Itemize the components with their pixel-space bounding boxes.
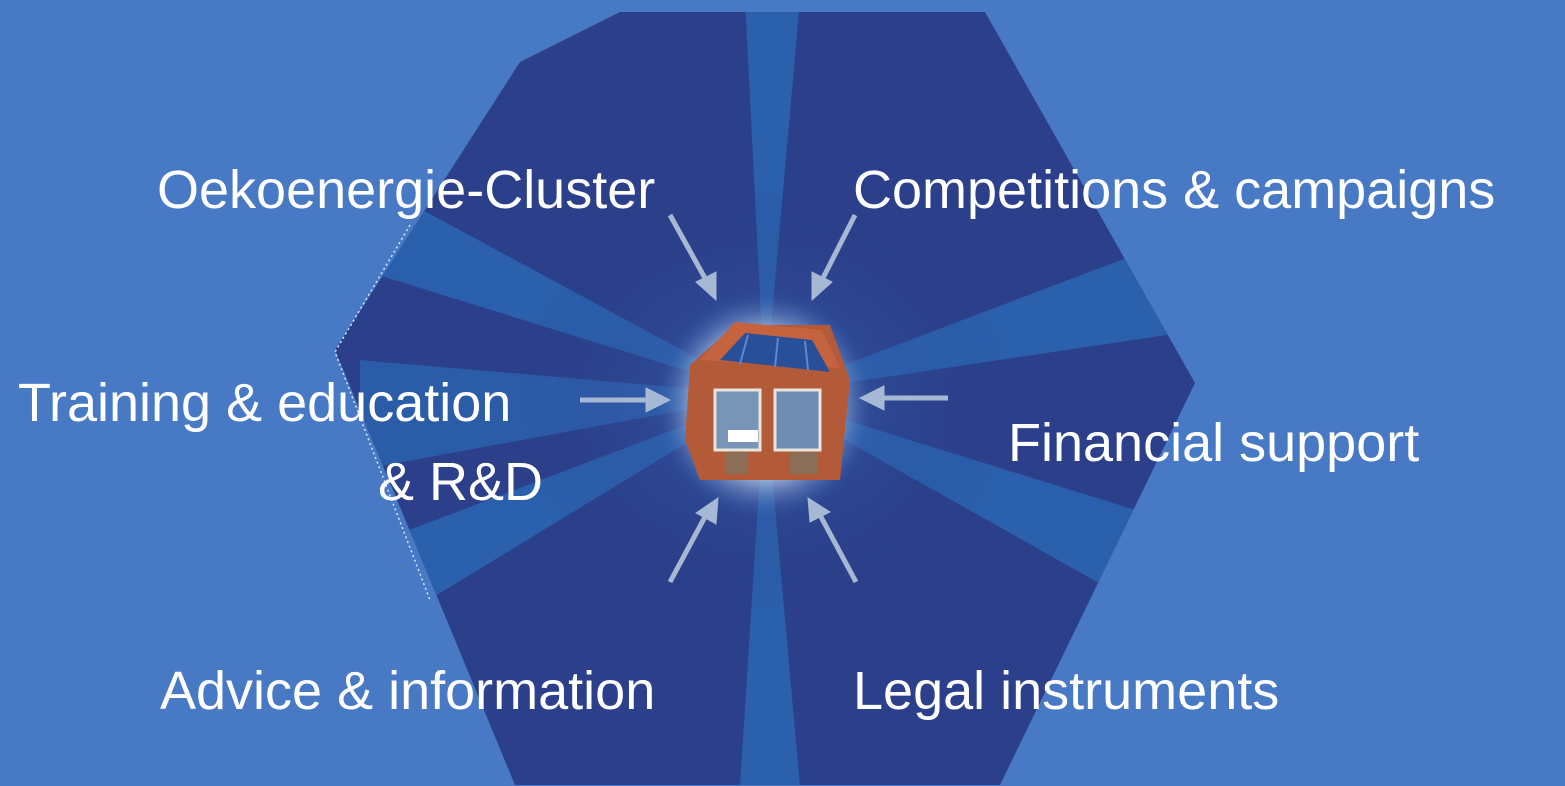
label-competitions-campaigns: Competitions & campaigns	[853, 160, 1496, 220]
arrow-from-financial	[858, 385, 948, 411]
label-oekoenergie-cluster: Oekoenergie-Cluster	[157, 160, 656, 220]
house-with-solar-panels-icon	[685, 322, 850, 480]
arrow-from-training	[580, 387, 672, 413]
label-training-education: Training & education	[18, 373, 512, 433]
label-research-development: & R&D	[378, 452, 544, 512]
arrows	[580, 213, 948, 584]
label-advice-information: Advice & information	[160, 661, 656, 721]
label-legal-instruments: Legal instruments	[853, 661, 1280, 721]
label-financial-support: Financial support	[1008, 413, 1420, 473]
arrow-from-competitions	[811, 213, 858, 302]
arrow-from-legal	[807, 497, 859, 584]
arrow-from-advice	[667, 497, 719, 584]
arrow-from-oekoenergie	[667, 213, 717, 302]
